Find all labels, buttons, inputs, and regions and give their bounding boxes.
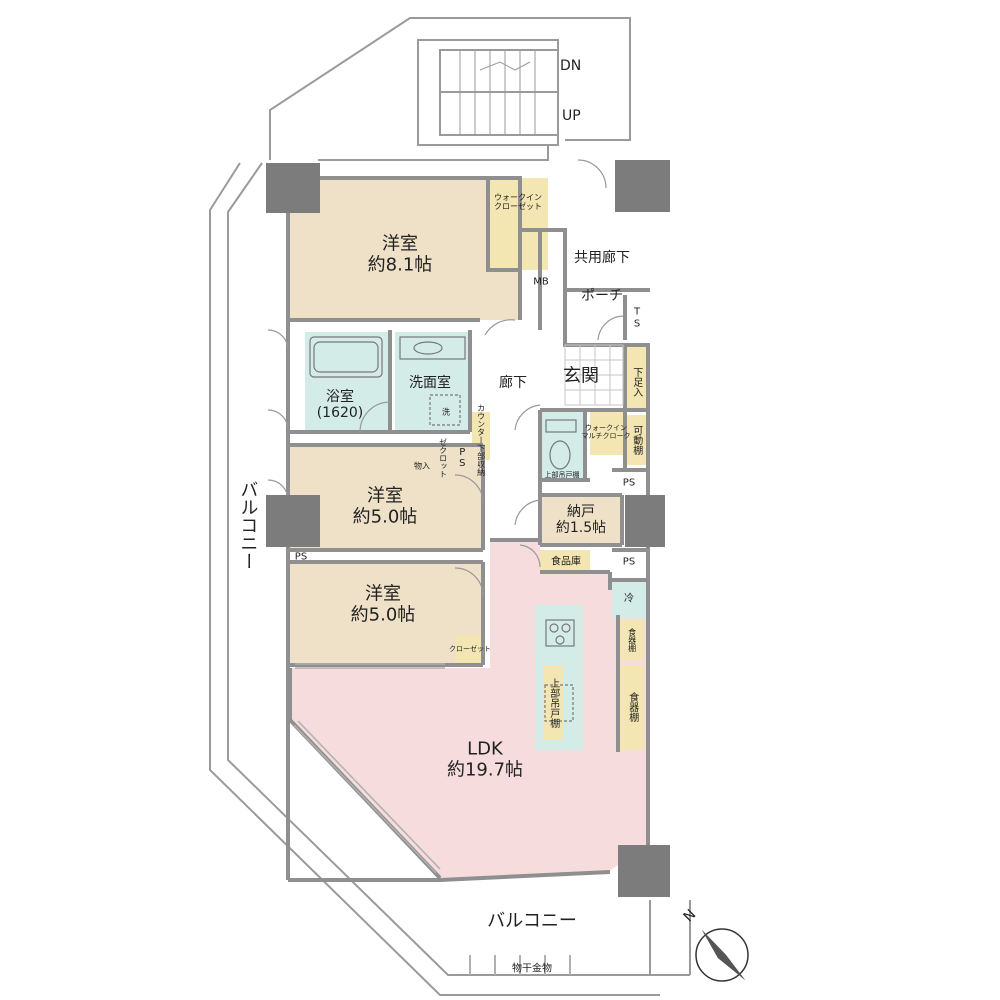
movable-shelf-label: 可動棚 bbox=[630, 425, 642, 455]
western-room-2-area bbox=[288, 445, 483, 550]
bath-area bbox=[305, 332, 390, 432]
walkin-multi-area bbox=[590, 410, 625, 455]
walkin-closet-label: ウォークイン クローゼット bbox=[494, 192, 542, 211]
wash-mark-label: 洗 bbox=[442, 407, 450, 417]
kitchen-cabinet-label: 上部吊戸棚 bbox=[547, 678, 559, 728]
compass-icon bbox=[695, 928, 749, 982]
western-room-2-label: 洋室 約5.0帖 bbox=[352, 485, 418, 527]
western-room-main-area bbox=[288, 178, 520, 320]
western-room-main-label: 洋室 約8.1帖 bbox=[367, 233, 433, 275]
mb-label: MB bbox=[533, 276, 549, 288]
porch-label: ポーチ bbox=[581, 287, 623, 304]
windows bbox=[293, 663, 445, 874]
ts-label: T S bbox=[633, 306, 641, 330]
common-corridor-label: 共用廊下 bbox=[574, 249, 630, 266]
balcony-side-label: バルコニー bbox=[237, 480, 259, 570]
laundry-hanger-label: 物干金物 bbox=[512, 963, 552, 975]
corridor-label: 廊下 bbox=[499, 374, 527, 391]
stairs-dn-label: DN bbox=[560, 58, 582, 74]
pantry-area bbox=[540, 550, 590, 572]
toilet-cabinet-label: 上部吊戸棚 bbox=[544, 470, 580, 479]
balcony-bottom-label: バルコニー bbox=[487, 910, 577, 932]
movable-shelf-area bbox=[625, 415, 647, 465]
stairs-up-label: UP bbox=[562, 108, 581, 124]
closet-3-area bbox=[455, 635, 485, 663]
washroom-label: 洗面室 bbox=[409, 374, 451, 391]
fridge-label: 冷 bbox=[624, 593, 634, 605]
bath-label: 浴室 (1620) bbox=[316, 388, 364, 421]
ps-vertical-label: PS bbox=[456, 447, 468, 469]
closet-small-label: ゼクロット bbox=[438, 438, 448, 478]
ldk-label: LDK 約19.7帖 bbox=[446, 738, 524, 780]
dish-shelf-large-area bbox=[620, 665, 644, 750]
counter-storage-label: カウンター下部収納 bbox=[476, 404, 486, 476]
dish-shelf-small-area bbox=[620, 620, 644, 660]
stairwell bbox=[417, 39, 559, 146]
pantry-label: 食品庫 bbox=[551, 556, 581, 568]
washroom-area bbox=[395, 332, 470, 432]
shoe-box-label: 下足入 bbox=[630, 367, 642, 397]
balcony-outline bbox=[209, 17, 691, 996]
laundry-hanger-marks bbox=[469, 955, 571, 975]
storage-small-label: 物入 bbox=[414, 461, 430, 471]
walkin-multi-label: ウォークイン マルチクローク bbox=[581, 423, 631, 440]
dish-shelf-large-label: 食器棚 bbox=[626, 692, 638, 722]
fridge-area bbox=[612, 580, 646, 618]
fixtures bbox=[309, 336, 577, 722]
shoe-box-area bbox=[625, 345, 647, 410]
ps-left-label: PS bbox=[294, 551, 308, 563]
western-room-3-area bbox=[288, 562, 483, 664]
ps-right-1-label: PS bbox=[622, 477, 636, 489]
entrance-tiles bbox=[564, 344, 624, 406]
columns bbox=[266, 160, 670, 897]
storeroom-label: 納戸 約1.5帖 bbox=[555, 503, 607, 536]
storeroom-area bbox=[540, 495, 622, 545]
closet-3-label: クローゼット bbox=[449, 644, 491, 653]
dish-shelf-small-label: 食器棚 bbox=[627, 628, 637, 652]
ps-right-2-label: PS bbox=[622, 556, 636, 568]
western-room-3-label: 洋室 約5.0帖 bbox=[350, 583, 416, 625]
kitchen-cabinet-area bbox=[543, 665, 563, 740]
entrance-label: 玄関 bbox=[563, 365, 599, 387]
